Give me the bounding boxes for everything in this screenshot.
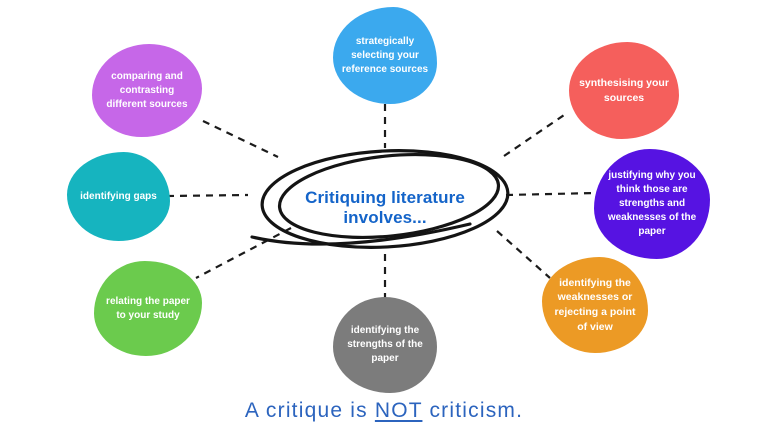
node-label: synthesising your sources (579, 76, 669, 104)
connector-right (505, 191, 596, 197)
node-identifying-strengths: identifying the strengths of the paper (333, 297, 437, 393)
caption-emphasis: NOT (374, 399, 423, 422)
connector-bottom-right (496, 230, 551, 279)
node-identifying-gaps: identifying gaps (67, 152, 170, 241)
node-synthesising-sources: synthesising your sources (569, 42, 679, 139)
node-label: relating the paper to your study (106, 295, 190, 321)
node-label: identifying the weaknesses or rejecting … (554, 276, 636, 333)
caption: A critique is NOT criticism. (0, 399, 768, 423)
node-label: justifying why you think those are stren… (607, 170, 697, 237)
connector-top-right (503, 112, 568, 157)
node-strategically-selecting-sources: strategically selecting your reference s… (333, 7, 437, 104)
node-identifying-weaknesses: identifying the weaknesses or rejecting … (542, 257, 648, 353)
connector-top-left (202, 120, 279, 158)
connector-left (166, 193, 249, 198)
hand-drawn-ellipse (250, 149, 510, 249)
node-justifying-judgements: justifying why you think those are stren… (594, 149, 710, 259)
node-relating-paper-to-study: relating the paper to your study (94, 261, 202, 356)
node-label: strategically selecting your reference s… (341, 35, 429, 75)
node-label: comparing and contrasting different sour… (106, 70, 188, 110)
node-label: identifying the strengths of the paper (347, 325, 423, 364)
center-title: Critiquing literature involves... (305, 188, 465, 227)
caption-suffix: criticism. (429, 399, 524, 422)
node-label: identifying gaps (80, 190, 157, 202)
connector-bottom-left (195, 227, 292, 279)
caption-prefix: A critique is (244, 399, 368, 422)
node-comparing-contrasting-sources: comparing and contrasting different sour… (92, 44, 202, 137)
